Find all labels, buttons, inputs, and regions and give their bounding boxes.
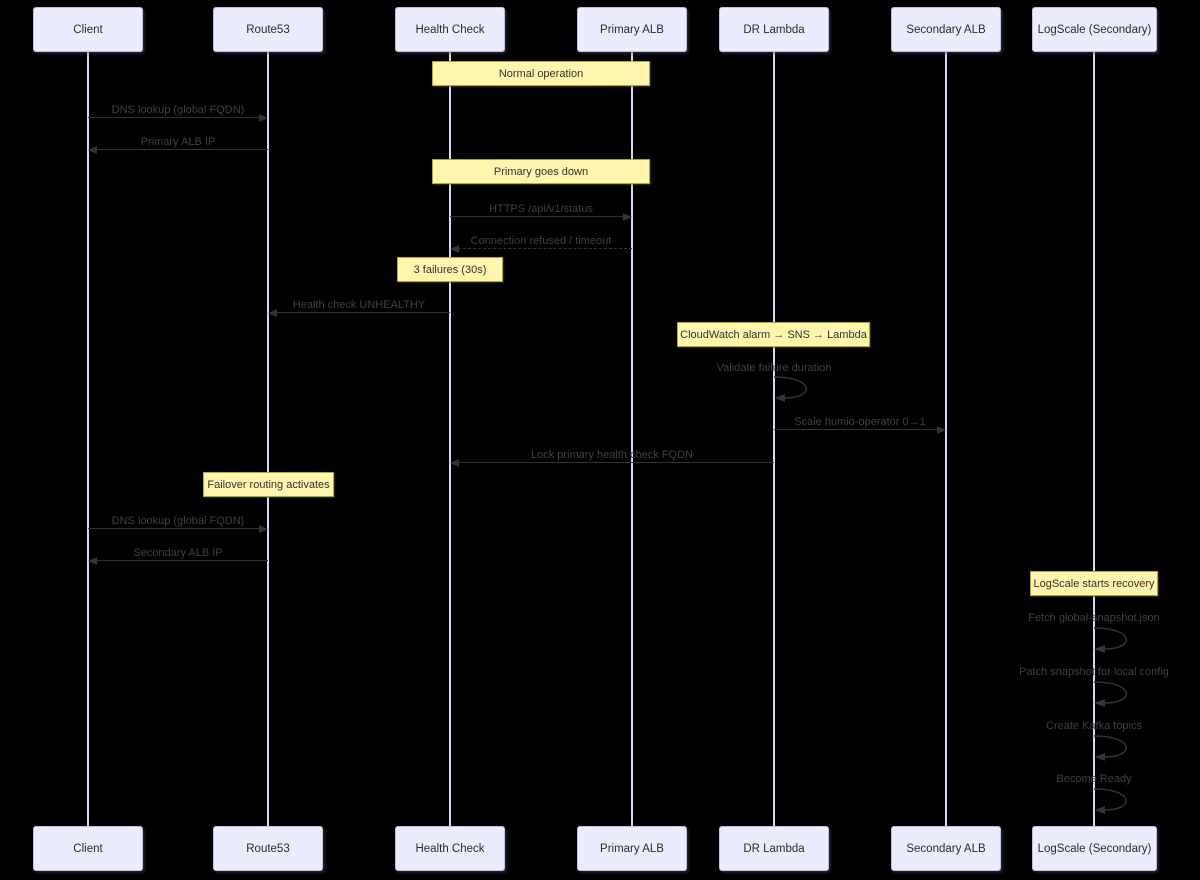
note-cloudwatch-alarm: CloudWatch alarm → SNS → Lambda xyxy=(677,322,870,347)
actor-label: Client xyxy=(73,842,103,855)
arrowhead-right-icon xyxy=(259,525,268,533)
actor-route53-bottom: Route53 xyxy=(213,826,323,871)
message-label: Become Ready xyxy=(1056,773,1132,785)
actor-label: Route53 xyxy=(246,842,290,855)
lifeline-primary-alb xyxy=(631,52,633,826)
actor-health-check-top: Health Check xyxy=(395,7,505,52)
self-loop-arrow xyxy=(1093,788,1127,814)
message-line xyxy=(450,216,624,217)
actor-logscale-bottom: LogScale (Secondary) xyxy=(1032,826,1157,871)
actor-label: Primary ALB xyxy=(600,842,664,855)
arrowhead-right-icon xyxy=(937,426,946,434)
message-line xyxy=(458,462,774,463)
actor-primary-alb-bottom: Primary ALB xyxy=(577,826,687,871)
message-label: Validate failure duration xyxy=(716,362,832,374)
lifeline-secondary-alb xyxy=(945,52,947,826)
actor-primary-alb-top: Primary ALB xyxy=(577,7,687,52)
actor-label: DR Lambda xyxy=(743,842,805,855)
actor-label: DR Lambda xyxy=(743,23,805,36)
actor-label: LogScale (Secondary) xyxy=(1037,842,1152,855)
self-loop-arrow xyxy=(773,376,807,402)
actor-label: Health Check xyxy=(415,23,485,36)
arrowhead-left-icon xyxy=(88,146,97,154)
arrowhead-left-icon xyxy=(450,245,459,253)
actor-route53-top: Route53 xyxy=(213,7,323,52)
actor-label: Secondary ALB xyxy=(906,23,986,36)
self-loop-arrow xyxy=(1093,681,1127,707)
message-label: Connection refused / timeout xyxy=(470,235,612,247)
message-line xyxy=(276,312,450,313)
note-logscale-recovery: LogScale starts recovery xyxy=(1030,571,1158,596)
note-text: 3 failures (30s) xyxy=(413,263,487,276)
note-normal-operation: Normal operation xyxy=(432,61,650,86)
message-label: Fetch global-snapshot.json xyxy=(1028,612,1160,624)
arrowhead-left-icon xyxy=(268,309,277,317)
message-line-dashed xyxy=(458,248,632,249)
actor-dr-lambda-top: DR Lambda xyxy=(719,7,829,52)
message-line xyxy=(88,117,260,118)
message-line xyxy=(96,149,268,150)
lifeline-client xyxy=(87,52,89,826)
message-label: HTTPS /api/v1/status xyxy=(489,203,593,215)
lifeline-health-check xyxy=(449,52,451,826)
message-line xyxy=(96,560,268,561)
arrowhead-left-icon xyxy=(88,557,97,565)
actor-dr-lambda-bottom: DR Lambda xyxy=(719,826,829,871)
note-text: Primary goes down xyxy=(493,165,589,178)
note-text: Failover routing activates xyxy=(207,478,330,491)
note-3-failures: 3 failures (30s) xyxy=(397,257,503,282)
arrowhead-left-icon xyxy=(450,459,459,467)
self-loop-arrow xyxy=(1093,735,1127,761)
actor-logscale-top: LogScale (Secondary) xyxy=(1032,7,1157,52)
actor-label: Primary ALB xyxy=(600,23,664,36)
actor-health-check-bottom: Health Check xyxy=(395,826,505,871)
arrowhead-right-icon xyxy=(623,213,632,221)
actor-client-top: Client xyxy=(33,7,143,52)
note-failover-routing: Failover routing activates xyxy=(203,472,334,497)
message-label: Lock primary health check FQDN xyxy=(531,449,693,461)
note-text: Normal operation xyxy=(498,67,584,80)
message-label: Patch snapshot for local config xyxy=(1019,666,1169,678)
actor-label: Secondary ALB xyxy=(906,842,986,855)
lifeline-route53 xyxy=(267,52,269,826)
message-line xyxy=(774,429,937,430)
actor-label: Health Check xyxy=(415,842,485,855)
note-text: CloudWatch alarm → SNS → Lambda xyxy=(680,328,867,341)
message-label: Create Kafka topics xyxy=(1046,720,1142,732)
note-primary-goes-down: Primary goes down xyxy=(432,159,650,184)
note-text: LogScale starts recovery xyxy=(1033,577,1155,590)
message-label: Secondary ALB IP xyxy=(133,547,223,559)
message-label: Primary ALB IP xyxy=(140,136,216,148)
message-line xyxy=(88,528,260,529)
lifeline-dr-lambda xyxy=(773,52,775,826)
actor-client-bottom: Client xyxy=(33,826,143,871)
actor-label: LogScale (Secondary) xyxy=(1037,23,1152,36)
message-label: Health check UNHEALTHY xyxy=(292,299,426,311)
message-label: DNS lookup (global FQDN) xyxy=(111,515,245,527)
self-loop-arrow xyxy=(1093,627,1127,653)
lifeline-logscale xyxy=(1093,52,1095,826)
actor-label: Client xyxy=(73,23,103,36)
message-label: Scale humio-operator 0→1 xyxy=(794,416,926,428)
actor-secondary-alb-top: Secondary ALB xyxy=(891,7,1001,52)
arrowhead-right-icon xyxy=(259,114,268,122)
actor-label: Route53 xyxy=(246,23,290,36)
actor-secondary-alb-bottom: Secondary ALB xyxy=(891,826,1001,871)
message-label: DNS lookup (global FQDN) xyxy=(111,104,245,116)
